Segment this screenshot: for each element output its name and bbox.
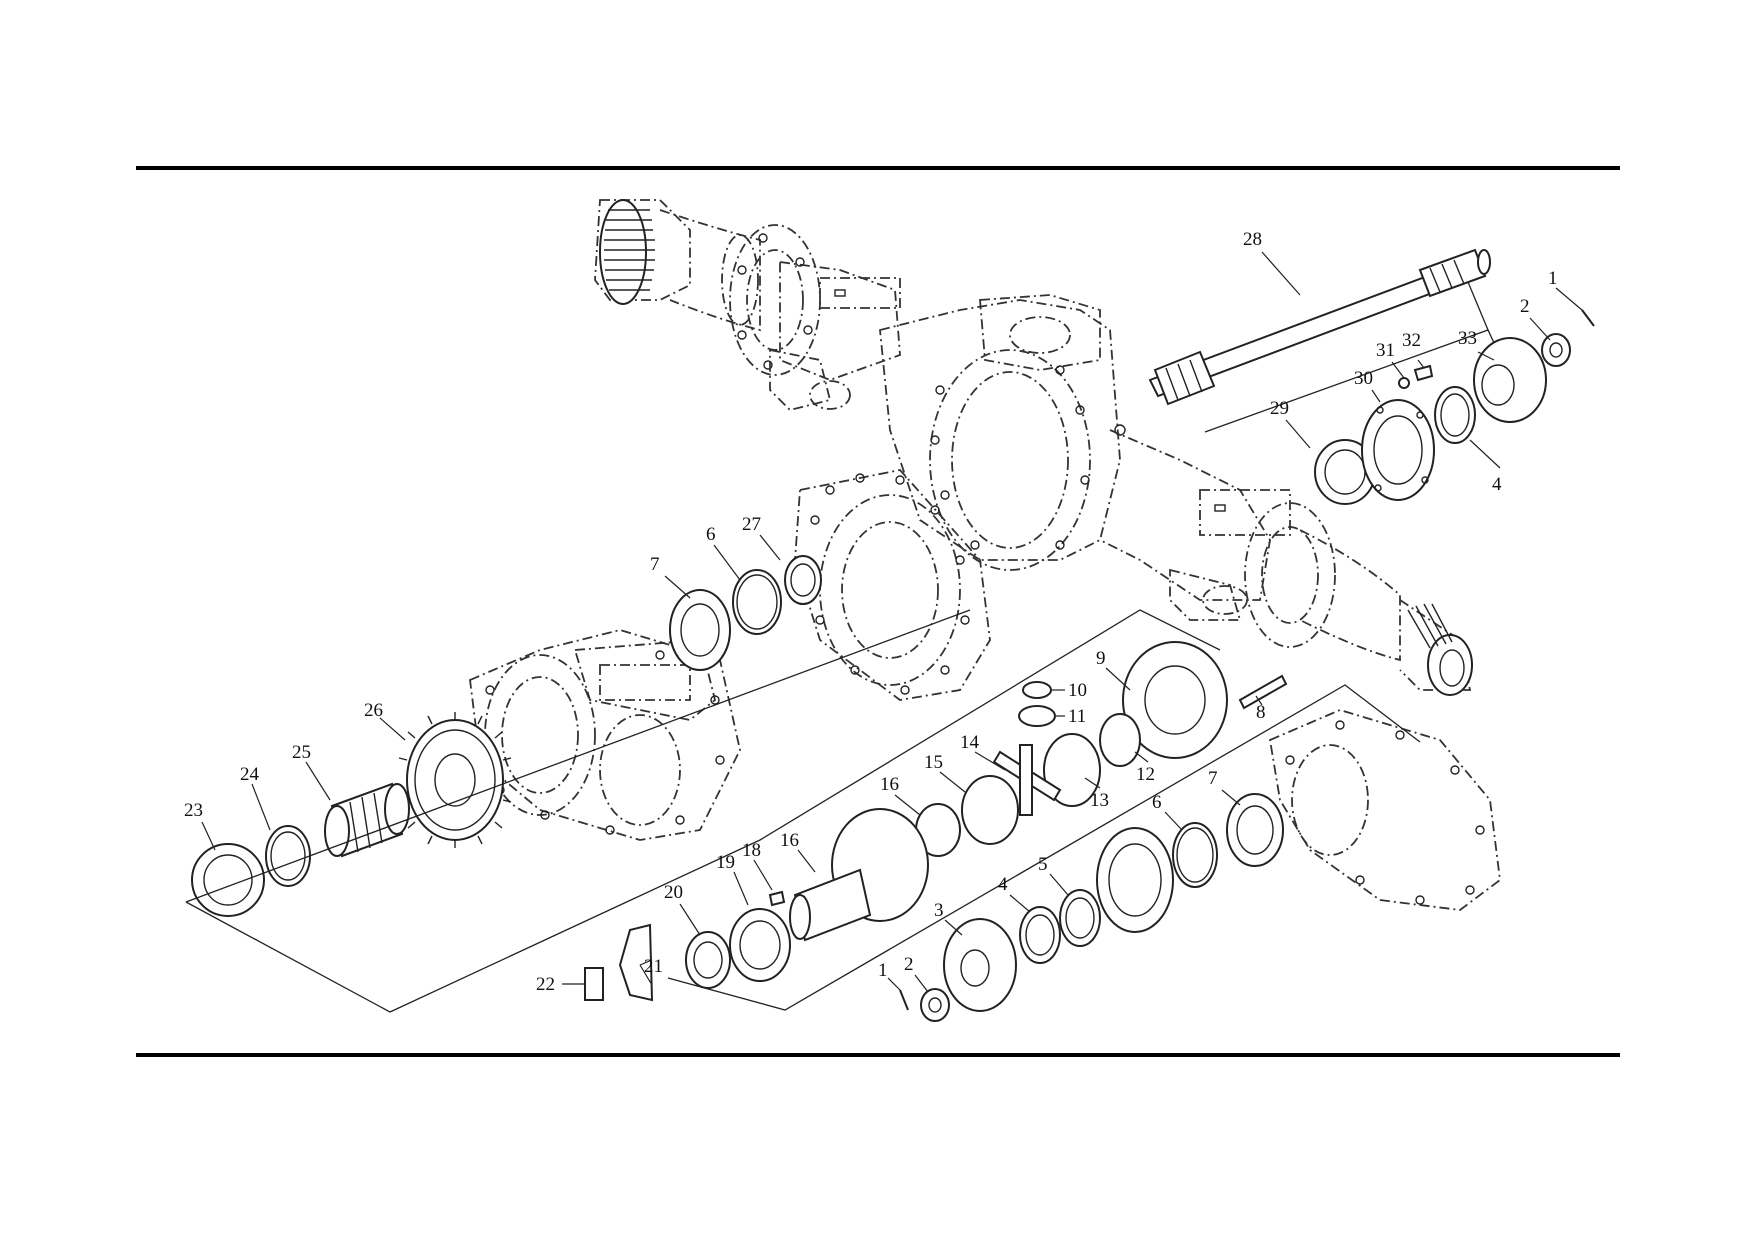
callout-11: 11 bbox=[1068, 706, 1086, 727]
callout-16-washer: 16 bbox=[880, 774, 899, 795]
group-frames bbox=[185, 609, 1421, 1013]
circlip-24 bbox=[265, 825, 311, 887]
callout-10: 10 bbox=[1068, 680, 1087, 701]
callout-13: 13 bbox=[1090, 790, 1109, 811]
callout-2: 2 bbox=[1520, 296, 1530, 317]
callout-4: 4 bbox=[1492, 474, 1502, 495]
callout-1-lower: 1 bbox=[878, 960, 888, 981]
callout-18: 18 bbox=[742, 840, 761, 861]
callout-19: 19 bbox=[716, 852, 735, 873]
callout-9: 9 bbox=[1096, 648, 1106, 669]
callout-labels: 1 2 28 31 32 33 30 29 4 27 6 7 26 25 24 … bbox=[184, 229, 1558, 995]
right-hub-parts bbox=[1204, 281, 1595, 505]
callout-1: 1 bbox=[1548, 268, 1558, 289]
callout-12: 12 bbox=[1136, 764, 1155, 785]
callout-15: 15 bbox=[924, 752, 943, 773]
callout-16-case: 16 bbox=[780, 830, 799, 851]
callout-33: 33 bbox=[1458, 328, 1477, 349]
callout-31: 31 bbox=[1376, 340, 1395, 361]
leader-lines bbox=[201, 251, 1583, 993]
top-rule bbox=[136, 166, 1620, 170]
gear-26 bbox=[398, 712, 512, 848]
axle-shaft-28 bbox=[1148, 248, 1491, 406]
callout-6: 6 bbox=[706, 524, 716, 545]
callout-2-lower: 2 bbox=[904, 954, 914, 975]
callout-25: 25 bbox=[292, 742, 311, 763]
callout-6-lower: 6 bbox=[1152, 792, 1162, 813]
callout-26: 26 bbox=[364, 700, 383, 721]
callout-21: 21 bbox=[644, 956, 663, 977]
callout-3: 3 bbox=[934, 900, 944, 921]
upper-bearings bbox=[669, 555, 822, 671]
axle-housing bbox=[594, 199, 1473, 696]
callout-14: 14 bbox=[960, 732, 980, 753]
callout-32: 32 bbox=[1402, 330, 1421, 351]
differential-internals bbox=[584, 641, 1288, 1002]
bottom-rule bbox=[136, 1053, 1620, 1057]
callout-5: 5 bbox=[1038, 854, 1048, 875]
callout-28: 28 bbox=[1243, 229, 1262, 250]
callout-7-lower: 7 bbox=[1208, 768, 1218, 789]
callout-8: 8 bbox=[1256, 702, 1266, 723]
callout-7: 7 bbox=[650, 554, 660, 575]
right-lower-parts bbox=[899, 709, 1501, 1022]
callout-29: 29 bbox=[1270, 398, 1289, 419]
callout-20: 20 bbox=[664, 882, 683, 903]
bearing-23 bbox=[191, 843, 265, 917]
callout-23: 23 bbox=[184, 800, 203, 821]
callout-4-lower: 4 bbox=[998, 874, 1008, 895]
callout-22: 22 bbox=[536, 974, 555, 995]
callout-27: 27 bbox=[742, 514, 761, 535]
callout-24: 24 bbox=[240, 764, 260, 785]
callout-30: 30 bbox=[1354, 368, 1373, 389]
